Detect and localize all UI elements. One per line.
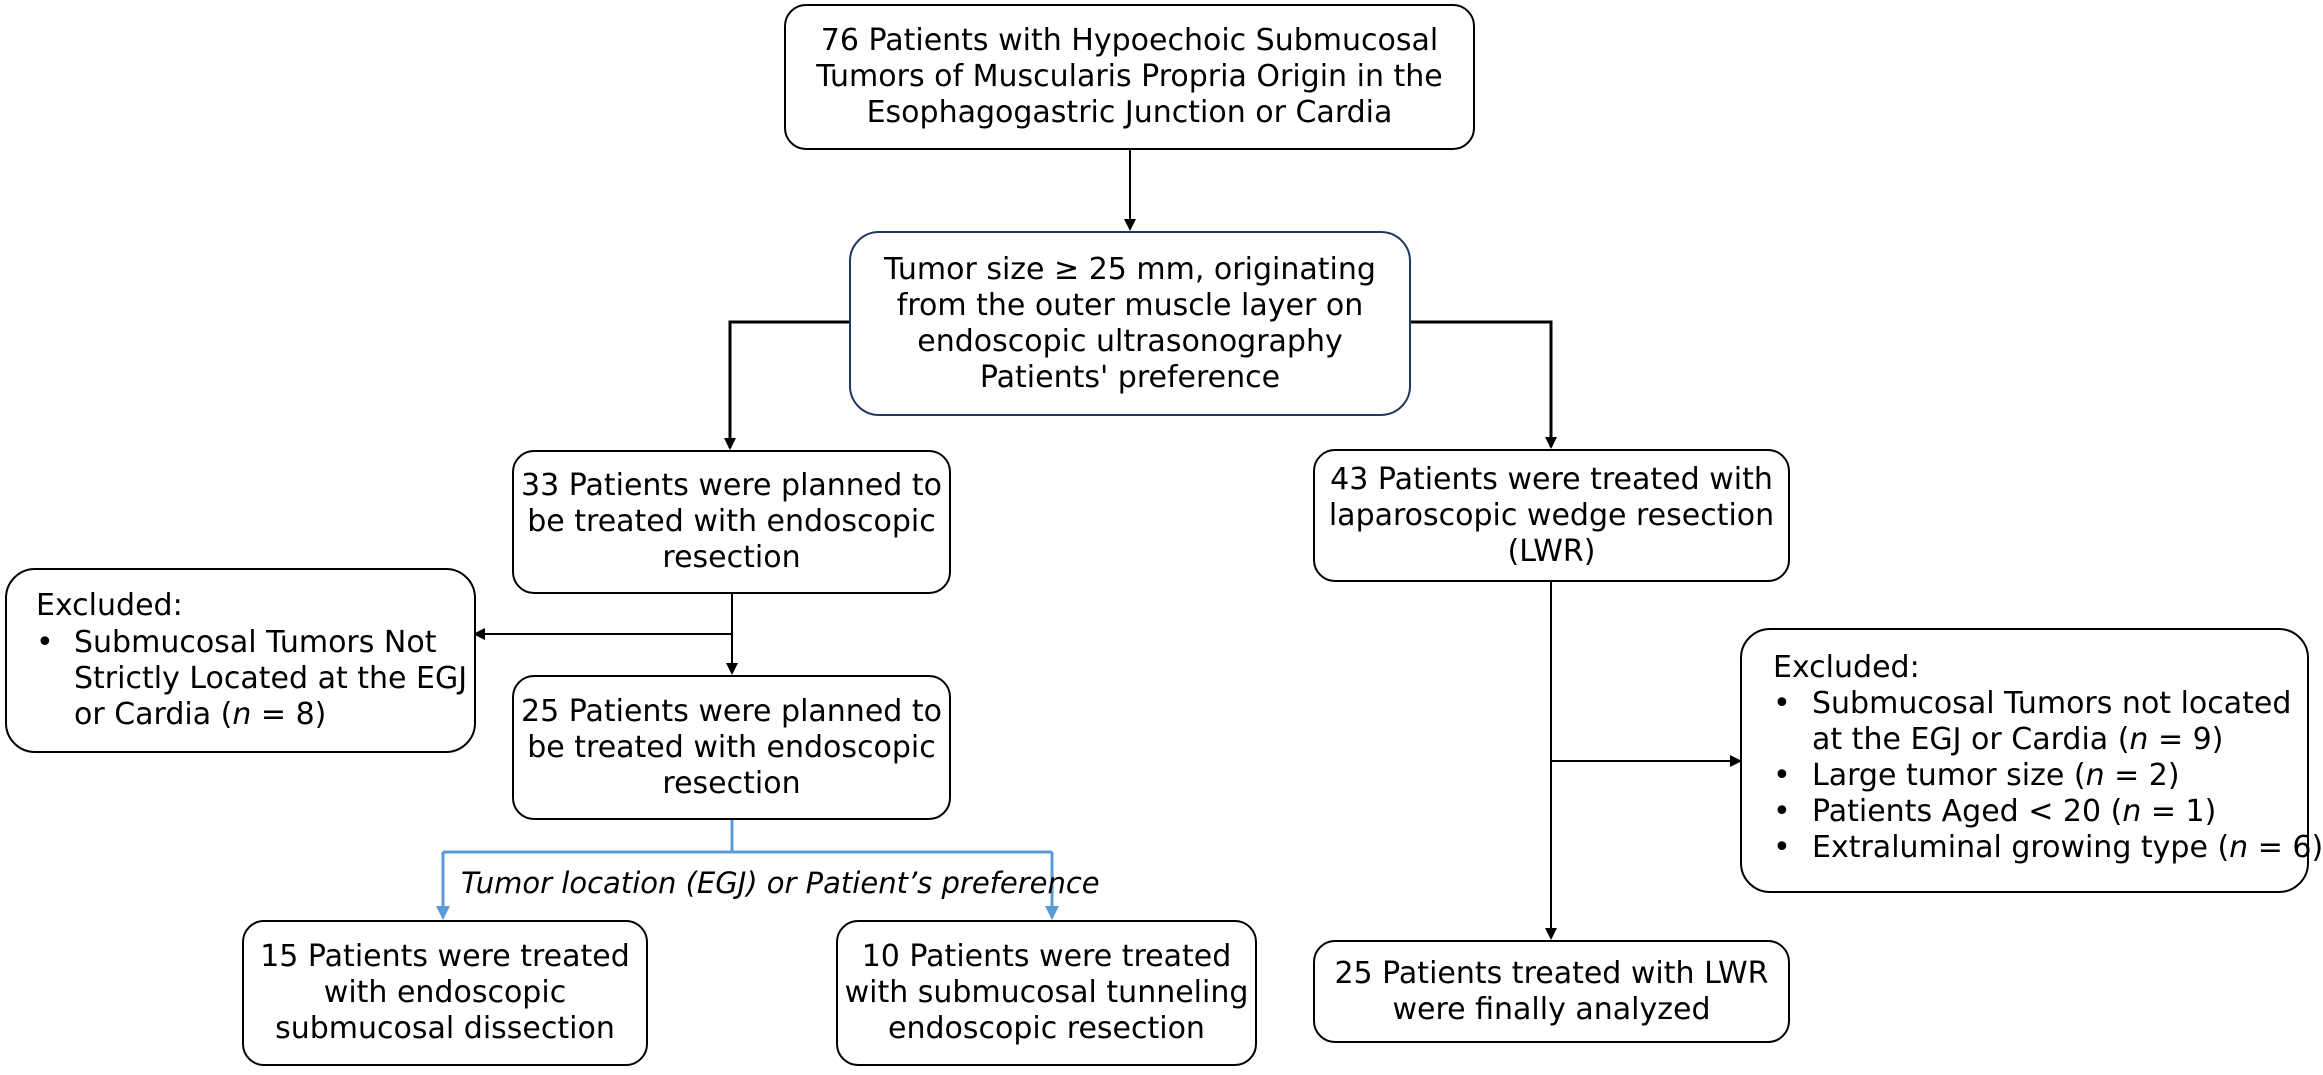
exclusion-right-bullet-4: • <box>1773 830 1791 865</box>
box-lwr43-text: 43 Patients were treated with laparoscop… <box>1328 461 1775 569</box>
exclusion-left-line2: Strictly Located at the EGJ <box>74 661 468 696</box>
box-lwr25: 25 Patients treated with LWR were finall… <box>1313 940 1790 1043</box>
exclusion-right-bullet-2: • <box>1773 758 1791 793</box>
exclusion-right-item-1b: at the EGJ or Cardia (n = 9) <box>1812 722 2224 757</box>
exclusion-right-bullet-1: • <box>1773 686 1791 721</box>
exclusion-left-bullet: • <box>36 625 54 660</box>
box-planned33: 33 Patients were planned to be treated w… <box>512 450 951 594</box>
box-ster10: 10 Patients were treated with submucosal… <box>836 920 1257 1066</box>
box-criteria: Tumor size ≥ 25 mm, originating from the… <box>849 231 1411 416</box>
exclusion-left-line3: or Cardia (n = 8) <box>74 697 327 732</box>
exclusion-left-heading: Excluded: <box>36 588 183 623</box>
exclusion-left-line1: Submucosal Tumors Not <box>74 625 437 660</box>
box-lwr25-text: 25 Patients treated with LWR were finall… <box>1334 955 1769 1027</box>
exclusion-box-left: Excluded: • Submucosal Tumors Not Strict… <box>5 568 476 753</box>
box-criteria-text: Tumor size ≥ 25 mm, originating from the… <box>884 251 1376 395</box>
exclusion-right-item-2: Large tumor size (n = 2) <box>1812 758 2180 793</box>
arrow-criteria-to-planned33 <box>724 320 849 450</box>
exclusion-right-heading: Excluded: <box>1773 650 1920 685</box>
box-ster10-text: 10 Patients were treated with submucosal… <box>844 939 1249 1046</box>
box-planned33-text: 33 Patients were planned to be treated w… <box>521 468 942 575</box>
exclusion-right-item-4: Extraluminal growing type (n = 6) <box>1812 830 2323 865</box>
exclusion-box-right: Excluded: • Submucosal Tumors not locate… <box>1740 628 2323 893</box>
arrow-criteria-to-lwr43 <box>1411 320 1557 449</box>
box-lwr43: 43 Patients were treated with laparoscop… <box>1313 449 1790 582</box>
box-planned25: 25 Patients were planned to be treated w… <box>512 675 951 820</box>
exclusion-right-bullet-3: • <box>1773 794 1791 829</box>
box-esd15-text: 15 Patients were treated with endoscopic… <box>260 939 630 1046</box>
box-start: 76 Patients with Hypoechoic Submucosal T… <box>784 4 1475 150</box>
exclusion-right-item-3: Patients Aged < 20 (n = 1) <box>1812 794 2217 829</box>
exclusion-right-item-1a: Submucosal Tumors not located <box>1812 686 2292 721</box>
split-note: Tumor location (EGJ) or Patient’s prefer… <box>461 866 1100 900</box>
box-esd15: 15 Patients were treated with endoscopic… <box>242 920 648 1066</box>
box-start-text: 76 Patients with Hypoechoic Submucosal T… <box>816 23 1443 130</box>
box-planned25-text: 25 Patients were planned to be treated w… <box>521 693 942 801</box>
